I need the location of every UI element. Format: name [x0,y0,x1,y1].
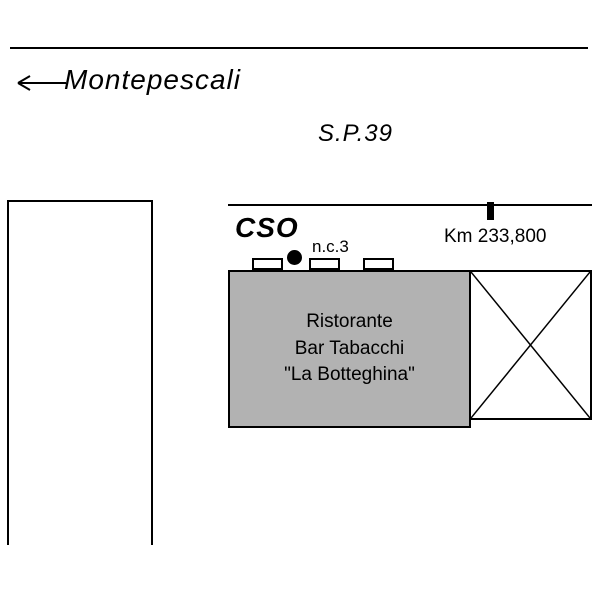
street-abbr-label: CSO [235,212,299,243]
left-arrow-icon [14,72,68,94]
km-label: Km 233,800 [444,226,547,247]
building-name-line3: "La Botteghina" [284,364,415,386]
location-dot-icon [287,250,302,265]
civic-number-label: n.c.3 [312,237,349,256]
km-marker-tick-icon [487,202,494,220]
entrance-marker [309,258,340,270]
building-name-line2: Bar Tabacchi [294,337,405,359]
main-road-line [10,47,588,49]
side-road-outline [7,200,153,545]
building-name-line1: Ristorante [306,311,393,333]
road-name-label: S.P.39 [318,120,393,147]
entrance-marker [363,258,394,270]
building-block: Ristorante Bar Tabacchi "La Botteghina" [228,270,471,428]
building-frontage-line [228,204,592,206]
direction-label: Montepescali [64,64,241,95]
crossed-parcel-icon [469,270,592,420]
entrance-marker [252,258,283,270]
